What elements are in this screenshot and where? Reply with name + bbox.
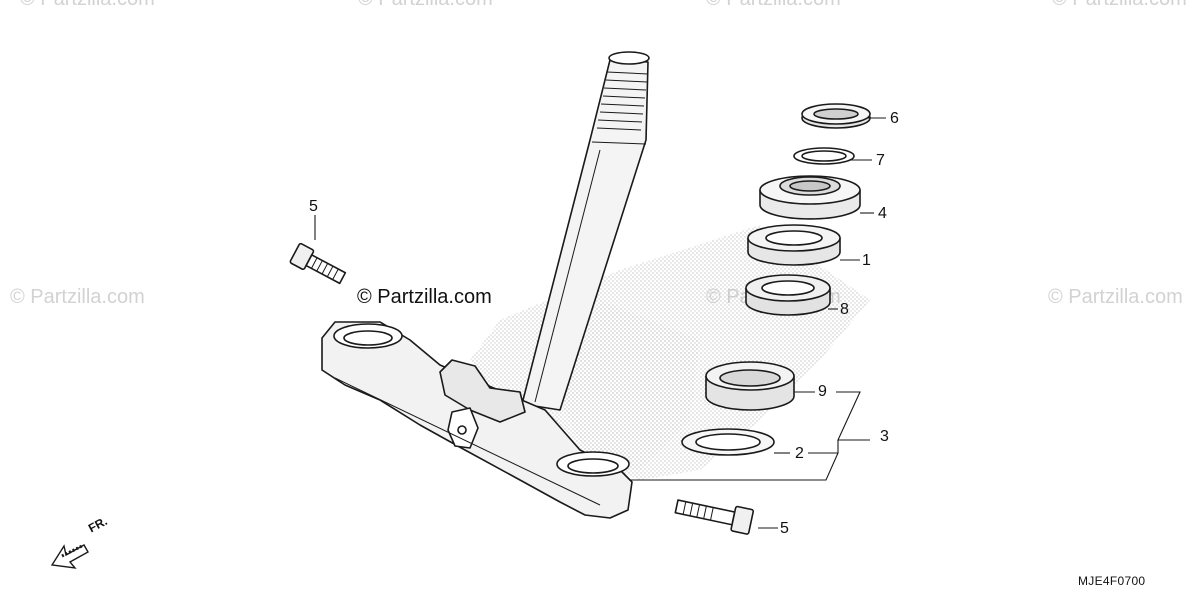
partzilla-watermark: © Partzilla.com: [357, 286, 492, 308]
part-1-dust-seal: [747, 224, 841, 266]
part-6-locknut: [801, 103, 871, 129]
callout-6: 6: [890, 110, 899, 127]
watermark-top-4: © Partzilla.com: [1052, 0, 1187, 11]
clamp-edge: [334, 377, 601, 506]
stem-shaft: [521, 59, 649, 411]
watermark-top-1: © Partzilla.com: [20, 0, 155, 11]
callout-4: 4: [878, 205, 887, 222]
callout-3: 3: [880, 428, 889, 445]
clamp-left-bore-inner: [343, 330, 393, 346]
front-direction-arrow-icon: [50, 544, 89, 569]
clamp-lock-hole: [457, 425, 467, 435]
callout-1: 1: [862, 252, 871, 269]
callout-2: 2: [795, 445, 804, 462]
stipple-background-2: [560, 300, 700, 470]
bolt-bottom: [674, 499, 755, 535]
watermark-top-3: © Partzilla.com: [706, 0, 841, 11]
callout-9: 9: [818, 383, 827, 400]
callout-5-bottom: 5: [780, 520, 789, 537]
bolt-top: [289, 242, 347, 285]
stem-threads: [591, 71, 649, 145]
watermark-top-2: © Partzilla.com: [358, 0, 493, 11]
watermark-mid-4: © Partzilla.com: [1048, 286, 1183, 308]
leader-lines: [314, 117, 886, 529]
lower-triple-clamp: [321, 321, 633, 519]
stem-highlight: [534, 149, 601, 403]
clamp-center-boss: [439, 359, 526, 423]
part-4-nut: [759, 175, 861, 220]
callout-7: 7: [876, 152, 885, 169]
watermark-mid-1: © Partzilla.com: [10, 286, 145, 308]
clamp-right-bore-inner: [567, 458, 619, 474]
callout-5-top: 5: [309, 198, 318, 215]
callout-8: 8: [840, 301, 849, 318]
part-7-washer: [793, 147, 855, 165]
part-8-bearing: [745, 274, 831, 316]
part-9-race: [705, 361, 795, 411]
diagram-code: MJE4F0700: [1078, 574, 1146, 588]
stem-top: [608, 51, 650, 65]
part-2-seal: [681, 428, 775, 456]
